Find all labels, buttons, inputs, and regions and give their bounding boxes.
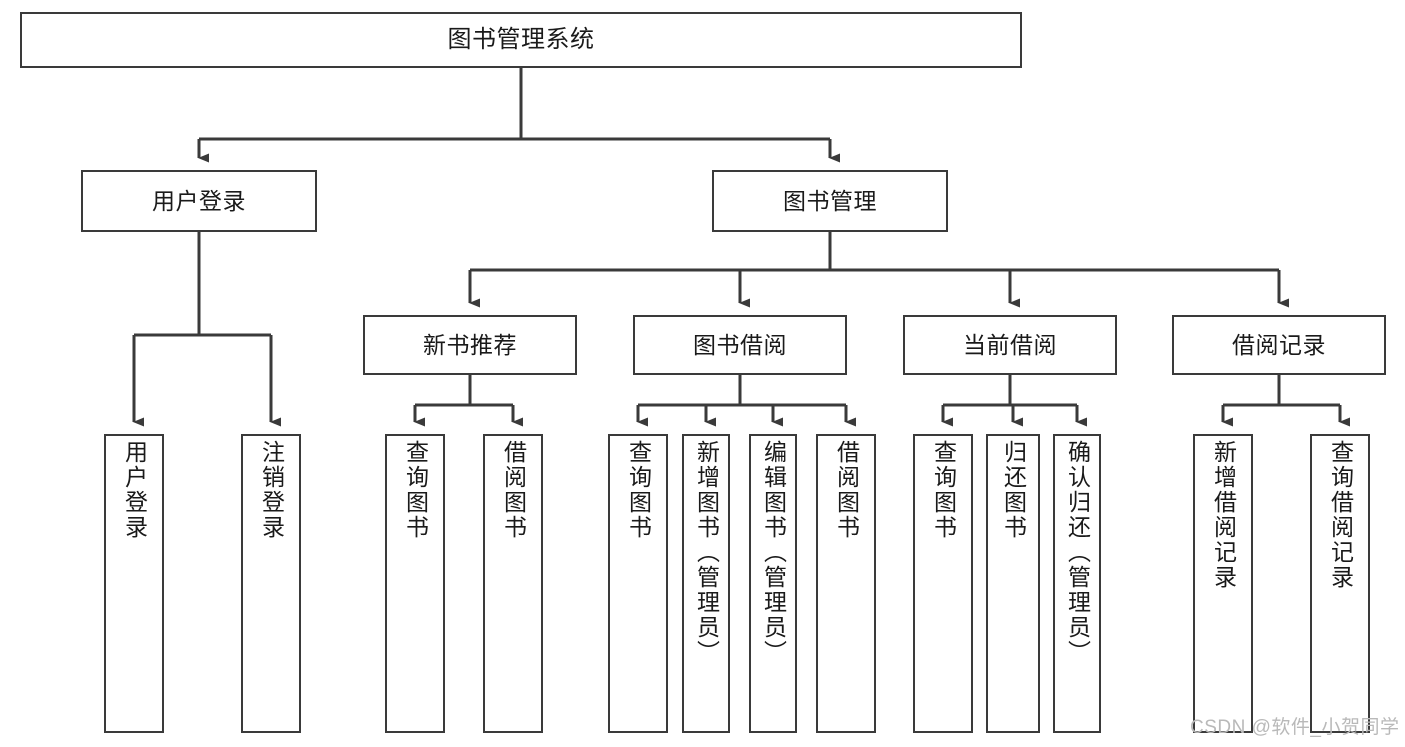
leaf-confirm-return-admin[interactable]: 确认归还（管理员）	[1053, 434, 1101, 733]
node-new-book-recommend[interactable]: 新书推荐	[363, 315, 577, 375]
node-label: 当前借阅	[963, 331, 1057, 358]
leaf-add-book-admin[interactable]: 新增图书（管理员）	[682, 434, 730, 733]
node-label: 新增图书（管理员）	[693, 440, 720, 665]
node-label: 借阅图书	[833, 440, 860, 540]
node-label: 查询图书	[402, 440, 429, 540]
node-label: 归还图书	[1000, 440, 1027, 540]
node-current-borrow[interactable]: 当前借阅	[903, 315, 1117, 375]
leaf-edit-book-admin[interactable]: 编辑图书（管理员）	[749, 434, 797, 733]
node-label: 借阅记录	[1232, 331, 1326, 358]
node-label: 用户登录	[152, 187, 246, 214]
node-root-system[interactable]: 图书管理系统	[20, 12, 1022, 68]
node-borrow-record[interactable]: 借阅记录	[1172, 315, 1386, 375]
leaf-return-book[interactable]: 归还图书	[986, 434, 1040, 733]
leaf-logout[interactable]: 注销登录	[241, 434, 301, 733]
leaf-query-borrow-record[interactable]: 查询借阅记录	[1310, 434, 1370, 733]
node-label: 查询借阅记录	[1327, 440, 1354, 590]
node-label: 图书管理系统	[447, 26, 595, 54]
leaf-query-book-rec[interactable]: 查询图书	[385, 434, 445, 733]
leaf-query-book-current[interactable]: 查询图书	[913, 434, 973, 733]
leaf-borrow-book-rec[interactable]: 借阅图书	[483, 434, 543, 733]
leaf-query-book-borrow[interactable]: 查询图书	[608, 434, 668, 733]
node-book-management[interactable]: 图书管理	[712, 170, 948, 232]
node-label: 用户登录	[121, 440, 148, 540]
leaf-borrow-book[interactable]: 借阅图书	[816, 434, 876, 733]
node-label: 确认归还（管理员）	[1064, 440, 1091, 665]
node-label: 借阅图书	[500, 440, 527, 540]
leaf-user-login[interactable]: 用户登录	[104, 434, 164, 733]
node-label: 图书借阅	[693, 331, 787, 358]
node-label: 查询图书	[930, 440, 957, 540]
leaf-add-borrow-record[interactable]: 新增借阅记录	[1193, 434, 1253, 733]
node-label: 新增借阅记录	[1210, 440, 1237, 590]
node-label: 新书推荐	[423, 331, 517, 358]
node-label: 注销登录	[258, 440, 285, 540]
watermark: CSDN @软件_小贺同学	[1190, 717, 1400, 738]
node-label: 图书管理	[783, 187, 877, 214]
node-label: 查询图书	[625, 440, 652, 540]
node-label: 编辑图书（管理员）	[760, 440, 787, 665]
node-user-login[interactable]: 用户登录	[81, 170, 317, 232]
node-book-borrow[interactable]: 图书借阅	[633, 315, 847, 375]
